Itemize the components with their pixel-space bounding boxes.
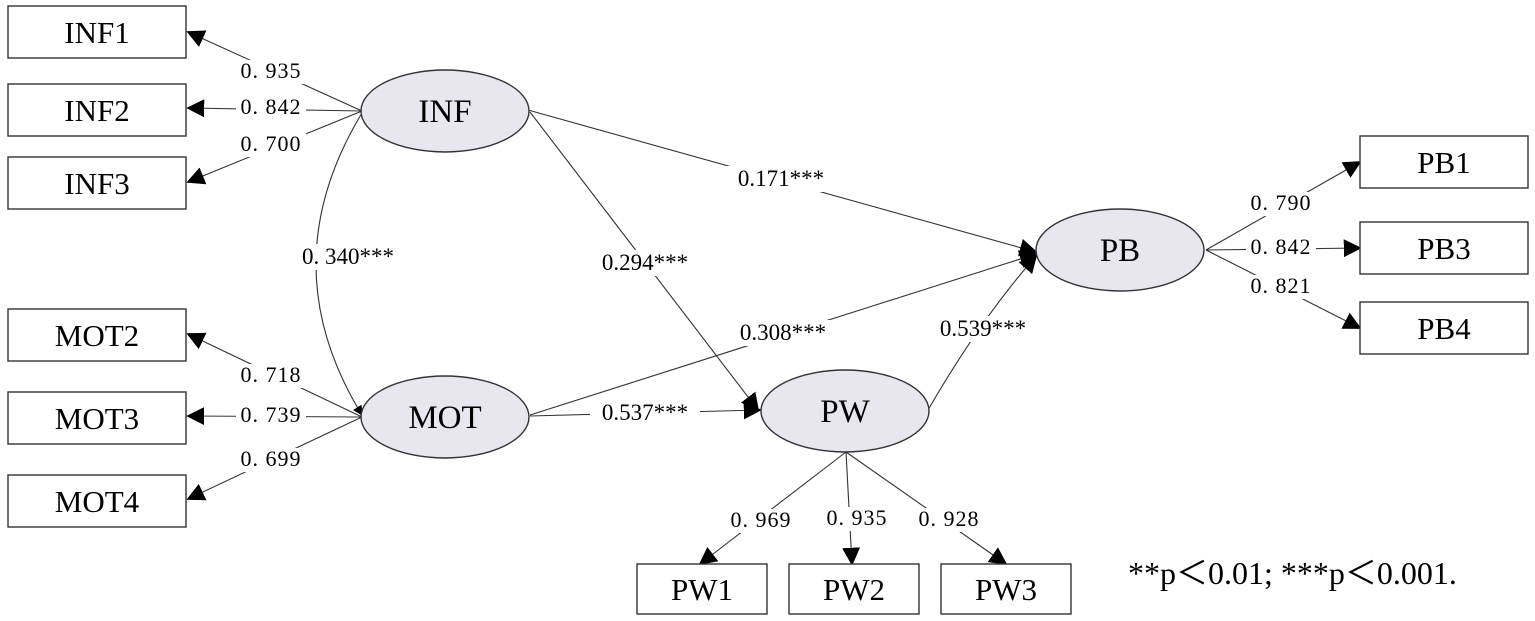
loading-inf2: 0. 842: [241, 94, 302, 119]
coef-pw-pb: 0.539***: [940, 316, 1026, 341]
loading-mot3: 0. 739: [241, 402, 302, 427]
loading-pw3: 0. 928: [919, 506, 980, 531]
node-mot4-label: MOT4: [55, 484, 140, 519]
latent-pw-label: PW: [820, 394, 870, 430]
node-pb3: PB3: [1359, 221, 1529, 275]
node-pb1-label: PB1: [1417, 145, 1470, 180]
node-inf3: INF3: [7, 156, 187, 210]
coef-mot-pw: 0.537***: [602, 400, 688, 425]
node-pb4: PB4: [1359, 301, 1529, 355]
node-pb1: PB1: [1359, 135, 1529, 189]
node-pw2: PW2: [788, 563, 920, 615]
indicator-boxes: INF1 INF2 INF3 MOT2 MOT3 MOT4 PW1 PW2: [7, 5, 1529, 615]
node-mot3-label: MOT3: [55, 401, 139, 436]
path-coefficient-labels: 0. 340*** 0.171*** 0.294*** 0.308*** 0.5…: [294, 166, 1038, 426]
node-inf2-label: INF2: [64, 93, 129, 128]
latent-pb-label: PB: [1100, 233, 1140, 269]
loading-inf1: 0. 935: [241, 58, 302, 83]
loading-line-pw1: [698, 451, 847, 566]
loading-pw1: 0. 969: [731, 507, 792, 532]
node-mot2: MOT2: [7, 308, 187, 362]
loading-mot2: 0. 718: [241, 362, 302, 387]
node-mot3: MOT3: [7, 391, 187, 445]
node-mot4: MOT4: [7, 474, 187, 528]
latent-pw: PW: [760, 369, 930, 453]
node-pb4-label: PB4: [1417, 311, 1471, 346]
loading-labels: 0. 935 0. 842 0. 700 0. 718 0. 739 0. 69…: [236, 58, 1316, 533]
node-pw3-label: PW3: [975, 572, 1037, 607]
loading-mot4: 0. 699: [241, 446, 302, 471]
latent-inf-label: INF: [418, 94, 471, 130]
significance-note: **p＜0.01; ***p＜0.001.: [1128, 555, 1457, 591]
node-inf2: INF2: [7, 83, 187, 137]
node-pw3: PW3: [940, 563, 1072, 615]
loading-inf3: 0. 700: [241, 131, 302, 156]
loading-pb1: 0. 790: [1251, 190, 1312, 215]
node-inf1: INF1: [7, 5, 187, 59]
node-inf1-label: INF1: [64, 15, 129, 50]
node-pw2-label: PW2: [823, 572, 885, 607]
loading-pb3: 0. 842: [1251, 234, 1312, 259]
loading-pb4: 0. 821: [1251, 273, 1312, 298]
latent-constructs: INF MOT PW PB: [360, 69, 1205, 459]
latent-mot: MOT: [360, 375, 530, 459]
coef-mot-pb: 0.308***: [740, 320, 826, 345]
latent-inf: INF: [360, 69, 530, 153]
coef-inf-pw: 0.294***: [602, 250, 688, 275]
node-pw1: PW1: [636, 563, 768, 615]
coef-inf-pb: 0.171***: [738, 166, 824, 191]
node-mot2-label: MOT2: [55, 318, 139, 353]
coef-inf-mot: 0. 340***: [302, 244, 394, 269]
latent-pb: PB: [1035, 208, 1205, 292]
loading-pw2: 0. 935: [827, 505, 888, 530]
latent-mot-label: MOT: [408, 400, 481, 436]
node-pb3-label: PB3: [1417, 231, 1470, 266]
node-pw1-label: PW1: [671, 572, 733, 607]
node-inf3-label: INF3: [64, 166, 129, 201]
